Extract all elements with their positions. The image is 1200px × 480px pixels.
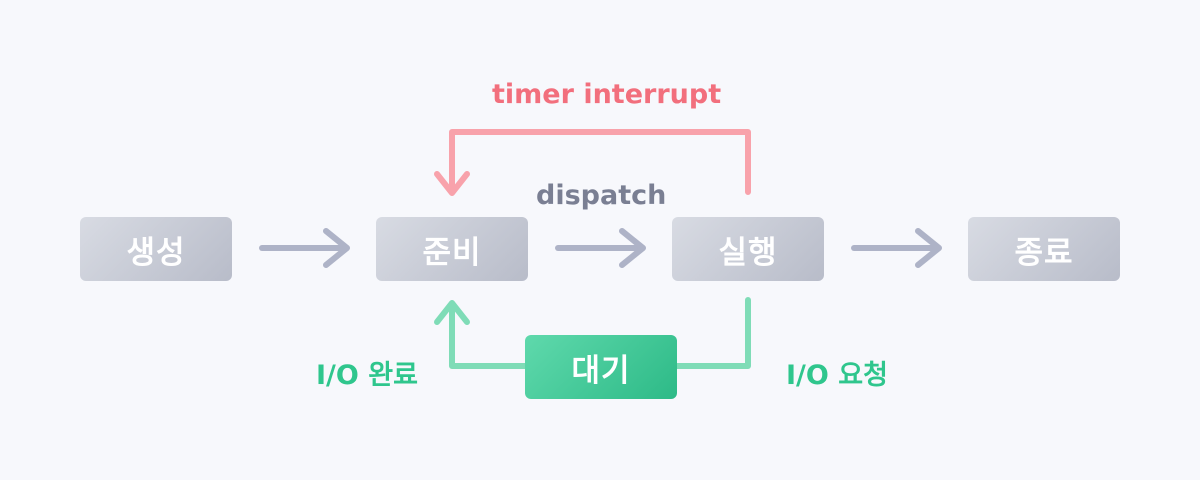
label-timer-interrupt: timer interrupt [492, 79, 722, 110]
state-waiting: 대기 [525, 335, 677, 399]
arrow-dispatch [555, 228, 646, 268]
label-io-complete: I/O 완료 [316, 360, 418, 391]
state-ready: 준비 [376, 217, 528, 281]
state-terminated: 종료 [968, 217, 1120, 281]
label-dispatch: dispatch [536, 180, 667, 211]
arrow-io-complete [434, 300, 528, 369]
arrow-io-request [674, 297, 751, 369]
state-running: 실행 [672, 217, 824, 281]
arrow-timer-interrupt [434, 129, 751, 196]
label-io-request: I/O 요청 [786, 360, 888, 391]
arrow-running-to-terminated [851, 228, 942, 268]
arrow-create-to-ready [259, 228, 350, 268]
state-create: 생성 [80, 217, 232, 281]
